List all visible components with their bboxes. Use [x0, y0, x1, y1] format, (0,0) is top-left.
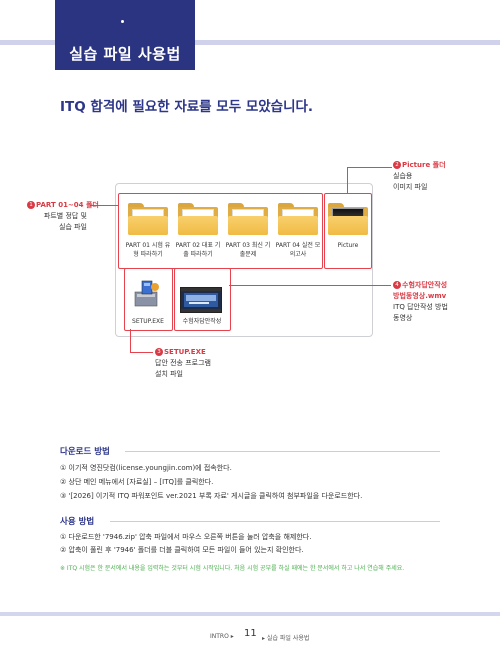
number-badge-4: 4	[393, 281, 401, 289]
footer-section-right: ▸ 실습 파일 사용법	[262, 635, 310, 642]
section-title-tab: 실습 파일 사용법	[55, 0, 195, 70]
annotation-1-line2: 실습 파일	[59, 223, 87, 231]
leader-line-1	[90, 205, 118, 206]
download-divider	[125, 451, 440, 452]
setup-installer-icon[interactable]	[133, 278, 161, 308]
usage-step-1: ① 다운로드한 '7946.zip' 압축 파일에서 마우스 오른쪽 버튼을 눌…	[60, 533, 312, 541]
page-subtitle: ITQ 합격에 필요한 자료를 모두 모았습니다.	[60, 99, 314, 115]
folder-label-part04[interactable]: PART 04 실전 모의고사	[275, 242, 321, 258]
folder-icon[interactable]	[178, 203, 218, 235]
annotation-3-title: SETUP.EXE	[164, 348, 206, 356]
leader-line-2	[347, 167, 392, 194]
annotation-2-title: Picture 폴더	[402, 161, 446, 169]
usage-heading: 사용 방법	[60, 517, 95, 527]
highlight-video	[174, 268, 231, 331]
number-badge-2: 2	[393, 161, 401, 169]
download-heading: 다운로드 방법	[60, 447, 110, 457]
annotation-2-line2: 이미지 파일	[393, 183, 428, 191]
folder-icon[interactable]	[128, 203, 168, 235]
footer-band	[0, 612, 500, 616]
annotation-2-line1: 실습용	[393, 172, 413, 180]
usage-divider	[110, 521, 440, 522]
usage-note: ※ ITQ 시험은 한 문서에서 내용을 입력하는 것부터 시험 시작입니다. …	[60, 565, 405, 572]
folder-icon[interactable]	[228, 203, 268, 235]
annotation-4-line2: 동영상	[393, 314, 413, 322]
footer-section-left: INTRO ▸	[210, 633, 234, 640]
highlight-setup	[124, 268, 173, 331]
download-step-1: ① 이기적 영진닷컴(license.youngjin.com)에 접속한다.	[60, 464, 232, 472]
page-number: 11	[244, 628, 257, 639]
usage-step-2: ② 압축이 풀린 후 '7946' 폴더를 더블 클릭하여 모든 파일이 들어 …	[60, 546, 304, 554]
file-label-setup[interactable]: SETUP.EXE	[132, 318, 164, 325]
leader-line-4	[229, 285, 391, 286]
annotation-1-title: PART 01~04 폴더	[36, 201, 99, 209]
folder-icon[interactable]	[278, 203, 318, 235]
number-badge-1: 1	[27, 201, 35, 209]
folder-label-part01[interactable]: PART 01 시험 유형 따라하기	[125, 242, 171, 258]
picture-folder-icon[interactable]	[328, 203, 368, 235]
video-file-icon[interactable]	[180, 287, 222, 313]
annotation-1-line1: 파트별 정답 및	[43, 212, 87, 220]
download-step-3: ③ '[2026] 이기적 ITQ 파워포인트 ver.2021 부록 자료' …	[60, 492, 363, 500]
file-label-video[interactable]: 수험자답안작성	[182, 318, 222, 325]
folder-label-part03[interactable]: PART 03 최신 기출문제	[225, 242, 271, 258]
leader-line-3	[130, 329, 153, 353]
annotation-4-title1: 수험자답안작성	[402, 281, 448, 289]
folder-label-picture[interactable]: Picture	[337, 242, 359, 249]
annotation-3-line2: 설치 파일	[155, 370, 183, 378]
annotation-3-line1: 답안 전송 프로그램	[155, 359, 211, 367]
annotation-4-title2: 방법동영상.wmv	[393, 292, 447, 300]
number-badge-3: 3	[155, 348, 163, 356]
annotation-4-line1: ITQ 답안작성 방법	[393, 303, 448, 311]
folder-label-part02[interactable]: PART 02 대표 기출 따라하기	[175, 242, 221, 258]
title-dot	[121, 20, 124, 23]
highlight-picture-folder	[324, 193, 372, 269]
page-title: 실습 파일 사용법	[69, 45, 181, 63]
download-step-2: ② 상단 메인 메뉴에서 [자료실] – [ITQ]를 클릭한다.	[60, 478, 214, 486]
header-band	[0, 40, 500, 45]
